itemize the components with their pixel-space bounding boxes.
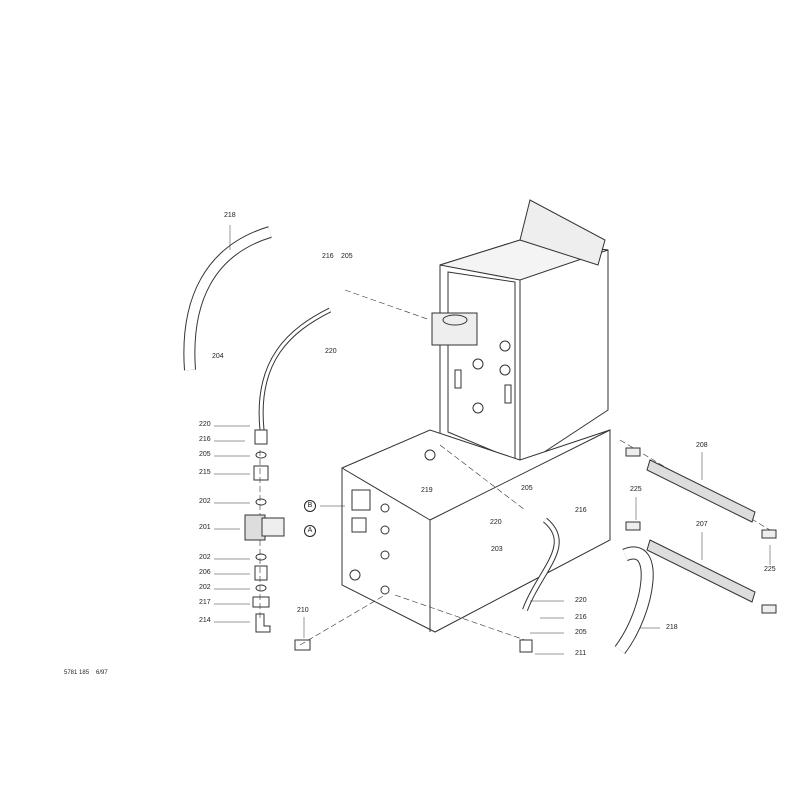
callout-218: 218 bbox=[224, 212, 236, 219]
leader-lines bbox=[214, 225, 771, 655]
hoses bbox=[183, 226, 654, 654]
callout-216: 216 bbox=[575, 507, 587, 514]
callout-206: 206 bbox=[199, 569, 211, 576]
callout-205: 205 bbox=[199, 451, 211, 458]
upper-cabinet bbox=[431, 199, 609, 469]
callout-202: 202 bbox=[199, 584, 211, 591]
lower-cabinet bbox=[341, 429, 611, 633]
callout-205: 205 bbox=[521, 485, 533, 492]
callout-220: 220 bbox=[490, 519, 502, 526]
callout-205: 205 bbox=[575, 629, 587, 636]
callout-215: 215 bbox=[199, 469, 211, 476]
callout-220: 220 bbox=[325, 348, 337, 355]
drawing-number: 5781 185 bbox=[64, 670, 90, 676]
callout-216: 216 bbox=[575, 614, 587, 621]
callout-214: 214 bbox=[199, 617, 211, 624]
callout-207: 207 bbox=[696, 521, 708, 528]
callout-225: 225 bbox=[764, 566, 776, 573]
callout-205: 205 bbox=[341, 253, 353, 260]
callout-201: 201 bbox=[199, 524, 211, 531]
pump-assembly bbox=[244, 429, 533, 653]
marker-b: B bbox=[304, 500, 316, 512]
callout-216: 216 bbox=[322, 253, 334, 260]
callout-204: 204 bbox=[212, 353, 224, 360]
callout-211: 211 bbox=[575, 650, 587, 657]
callout-216: 216 bbox=[199, 436, 211, 443]
callout-220: 220 bbox=[575, 597, 587, 604]
callout-219: 219 bbox=[421, 487, 433, 494]
callout-202: 202 bbox=[199, 554, 211, 561]
drawing-date: 6/97 bbox=[96, 670, 108, 676]
callout-208: 208 bbox=[696, 442, 708, 449]
callout-210: 210 bbox=[297, 607, 309, 614]
callout-202: 202 bbox=[199, 498, 211, 505]
callout-203: 203 bbox=[491, 546, 503, 553]
callout-217: 217 bbox=[199, 599, 211, 606]
marker-a: A bbox=[304, 525, 316, 537]
rails bbox=[625, 447, 777, 614]
callout-218: 218 bbox=[666, 624, 678, 631]
callout-220: 220 bbox=[199, 421, 211, 428]
callout-225: 225 bbox=[630, 486, 642, 493]
